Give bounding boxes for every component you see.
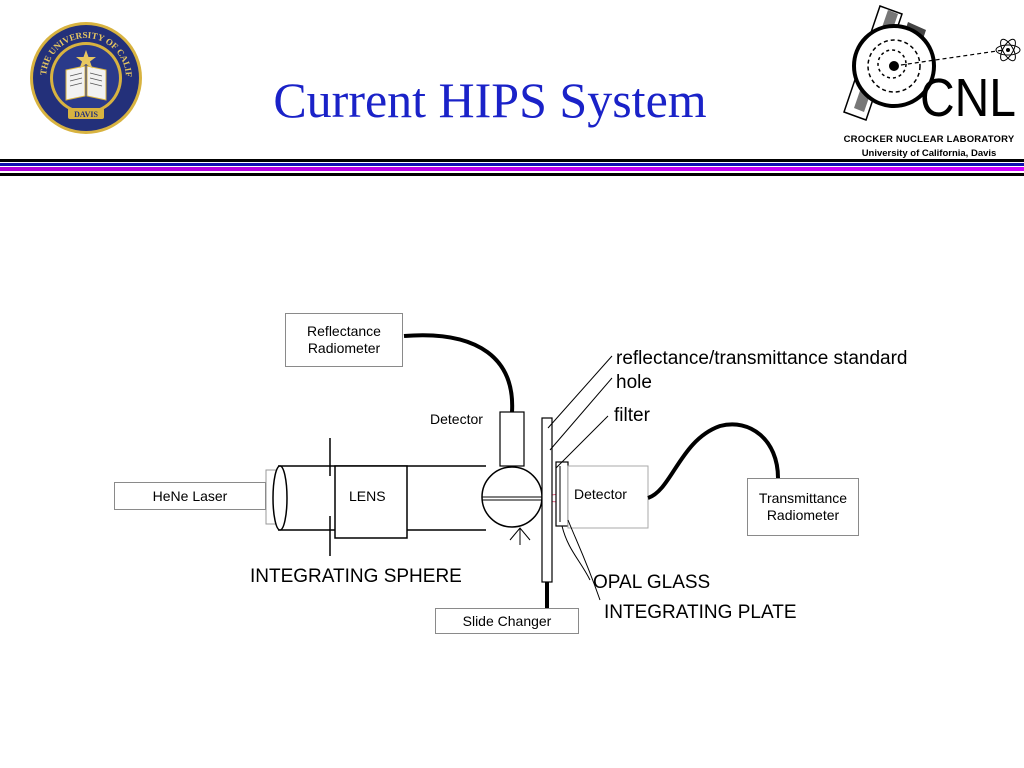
tube-front-lens: [272, 465, 288, 531]
header-rule-black-top: [0, 159, 1024, 162]
cnl-logo: CNL: [843, 5, 1021, 128]
cnl-caption-line1: CROCKER NUCLEAR LABORATORY: [843, 134, 1015, 145]
header-rule-blue: [0, 163, 1024, 166]
slide-changer-label: Slide Changer: [462, 612, 552, 629]
uc-davis-seal-logo: THE UNIVERSITY OF CALIFORNIA DAVIS: [28, 20, 142, 134]
header-rule-black-bottom: [0, 173, 1024, 176]
standard-hole-label: reflectance/transmittance standard hole: [616, 348, 908, 393]
header-rule-purple: [0, 167, 1024, 171]
transmittance-radiometer-label: Transmittance Radiometer: [758, 490, 848, 523]
reflectance-radiometer-label: Reflectance Radiometer: [307, 323, 381, 356]
reflectance-radiometer-box: Reflectance Radiometer: [285, 313, 403, 367]
reflectance-cable: [403, 333, 515, 413]
transmittance-radiometer-box: Transmittance Radiometer: [747, 478, 859, 536]
top-detector: [499, 411, 525, 467]
svg-text:DAVIS: DAVIS: [74, 110, 98, 119]
hene-laser-box: HeNe Laser: [114, 482, 266, 510]
slide: [541, 417, 553, 583]
hene-laser-label: HeNe Laser: [152, 487, 228, 504]
lens-box: [334, 465, 408, 539]
cnl-letters: CNL: [920, 68, 1016, 128]
transmittance-cable: [647, 422, 780, 500]
filter-label: filter: [614, 405, 650, 426]
right-detector: [567, 465, 649, 529]
slide-title: Current HIPS System: [273, 72, 707, 128]
integrating-plate-label: INTEGRATING PLATE: [604, 602, 797, 623]
lens-label: LENS: [349, 488, 386, 504]
detector-right-label: Detector: [574, 486, 627, 502]
detector-top-label: Detector: [430, 411, 483, 427]
integrating-sphere-label: INTEGRATING SPHERE: [250, 566, 462, 587]
opal-glass-label: OPAL GLASS: [593, 572, 711, 593]
slide-changer-box: Slide Changer: [435, 608, 579, 634]
filter-holder: [555, 461, 569, 527]
cnl-caption-line2: University of California, Davis: [861, 148, 997, 159]
